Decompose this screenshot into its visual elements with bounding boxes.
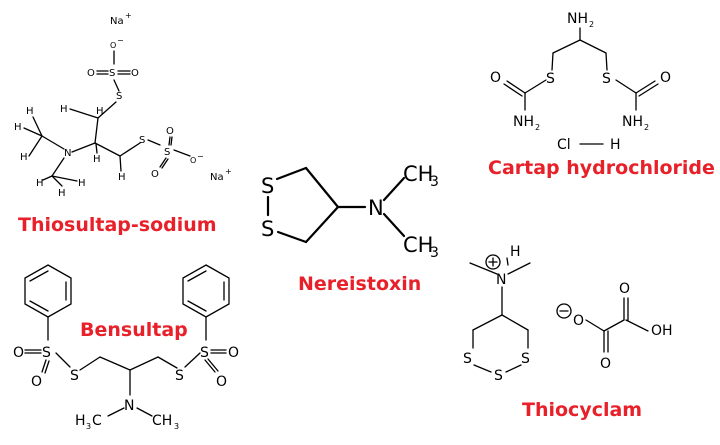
svg-text:N: N [64,148,71,159]
svg-text:N: N [368,196,384,220]
svg-text:S: S [200,345,209,361]
svg-text:OH: OH [651,323,673,339]
svg-text:S: S [521,351,530,367]
svg-text:−: − [117,36,124,45]
bensultap-label: Bensultap [80,319,188,341]
svg-text:S: S [602,71,611,87]
hcl-cl: Cl [557,137,571,153]
na-charge-2: + [225,167,232,176]
bensultap-structure: S O O S N H 3 C CH 3 S S O O [13,264,239,431]
svg-text:O: O [600,356,611,372]
thiosultap-sodium-label: Thiosultap-sodium [18,214,217,236]
svg-text:O: O [131,68,139,79]
svg-text:NH: NH [622,114,643,130]
nereistoxin-structure: S S N CH 3 CH 3 [261,162,439,261]
svg-text:S: S [42,345,51,361]
svg-text:S: S [109,68,115,79]
svg-text:H: H [118,172,126,183]
thiocyclam-label: Thiocyclam [522,399,642,421]
svg-text:H: H [96,106,104,117]
cartap-hydrochloride-label: Cartap hydrochloride [488,157,715,179]
svg-text:N: N [496,272,506,288]
svg-text:O: O [31,374,42,390]
svg-text:S: S [463,351,472,367]
svg-text:H: H [510,244,521,260]
svg-text:O: O [190,156,196,165]
svg-text:H: H [58,188,66,199]
cartap-hydrochloride-structure: NH 2 S S O NH 2 O NH 2 Cl H [490,11,671,153]
svg-text:S: S [164,147,170,158]
svg-text:3: 3 [430,245,439,261]
svg-text:S: S [494,368,503,384]
svg-text:O: O [13,345,24,361]
svg-text:O: O [151,169,159,180]
svg-text:S: S [175,368,184,384]
svg-text:O: O [573,313,584,329]
svg-text:CH: CH [152,413,172,429]
svg-text:O: O [660,70,671,86]
svg-text:S: S [261,174,274,198]
svg-text:3: 3 [174,422,179,431]
svg-text:S: S [261,217,274,241]
svg-text:O: O [228,345,239,361]
na-counterion-2: Na [210,172,224,183]
svg-text:N: N [124,398,134,414]
na-counterion-1: Na [110,16,124,27]
svg-text:O: O [619,281,630,297]
svg-text:3: 3 [430,174,439,190]
svg-text:2: 2 [644,123,649,132]
svg-text:H: H [14,122,22,133]
o-minus-upper: O [110,41,116,50]
hcl-h: H [610,137,621,153]
svg-text:S: S [139,135,145,146]
svg-text:H: H [78,178,86,189]
svg-text:H: H [36,178,44,189]
svg-text:S: S [116,91,122,102]
svg-text:H: H [20,152,28,163]
svg-text:C: C [92,413,102,429]
svg-text:O: O [490,70,501,86]
positive-charge-icon [485,254,501,270]
thiocyclam-structure: H N S S S O O O OH [463,244,673,384]
svg-text:H: H [93,154,101,165]
svg-text:CH: CH [403,162,433,186]
na-charge-1: + [125,11,132,20]
svg-text:O: O [166,126,174,137]
negative-charge-icon [556,303,572,319]
svg-text:−: − [197,152,204,161]
svg-text:O: O [216,374,227,390]
svg-text:S: S [70,368,79,384]
svg-text:S: S [546,71,555,87]
svg-text:NH: NH [567,11,588,27]
svg-text:H: H [60,104,68,115]
svg-text:3: 3 [86,422,91,431]
svg-text:CH: CH [403,233,433,257]
svg-text:2: 2 [535,123,540,132]
svg-text:H: H [26,106,34,117]
svg-text:O: O [87,68,95,79]
svg-text:H: H [75,413,86,429]
svg-text:NH: NH [513,114,534,130]
svg-text:2: 2 [589,20,594,29]
nereistoxin-label: Nereistoxin [298,273,421,295]
thiosultap-sodium-structure: Na + O − O S O S H H H N H H H H H [14,11,232,199]
